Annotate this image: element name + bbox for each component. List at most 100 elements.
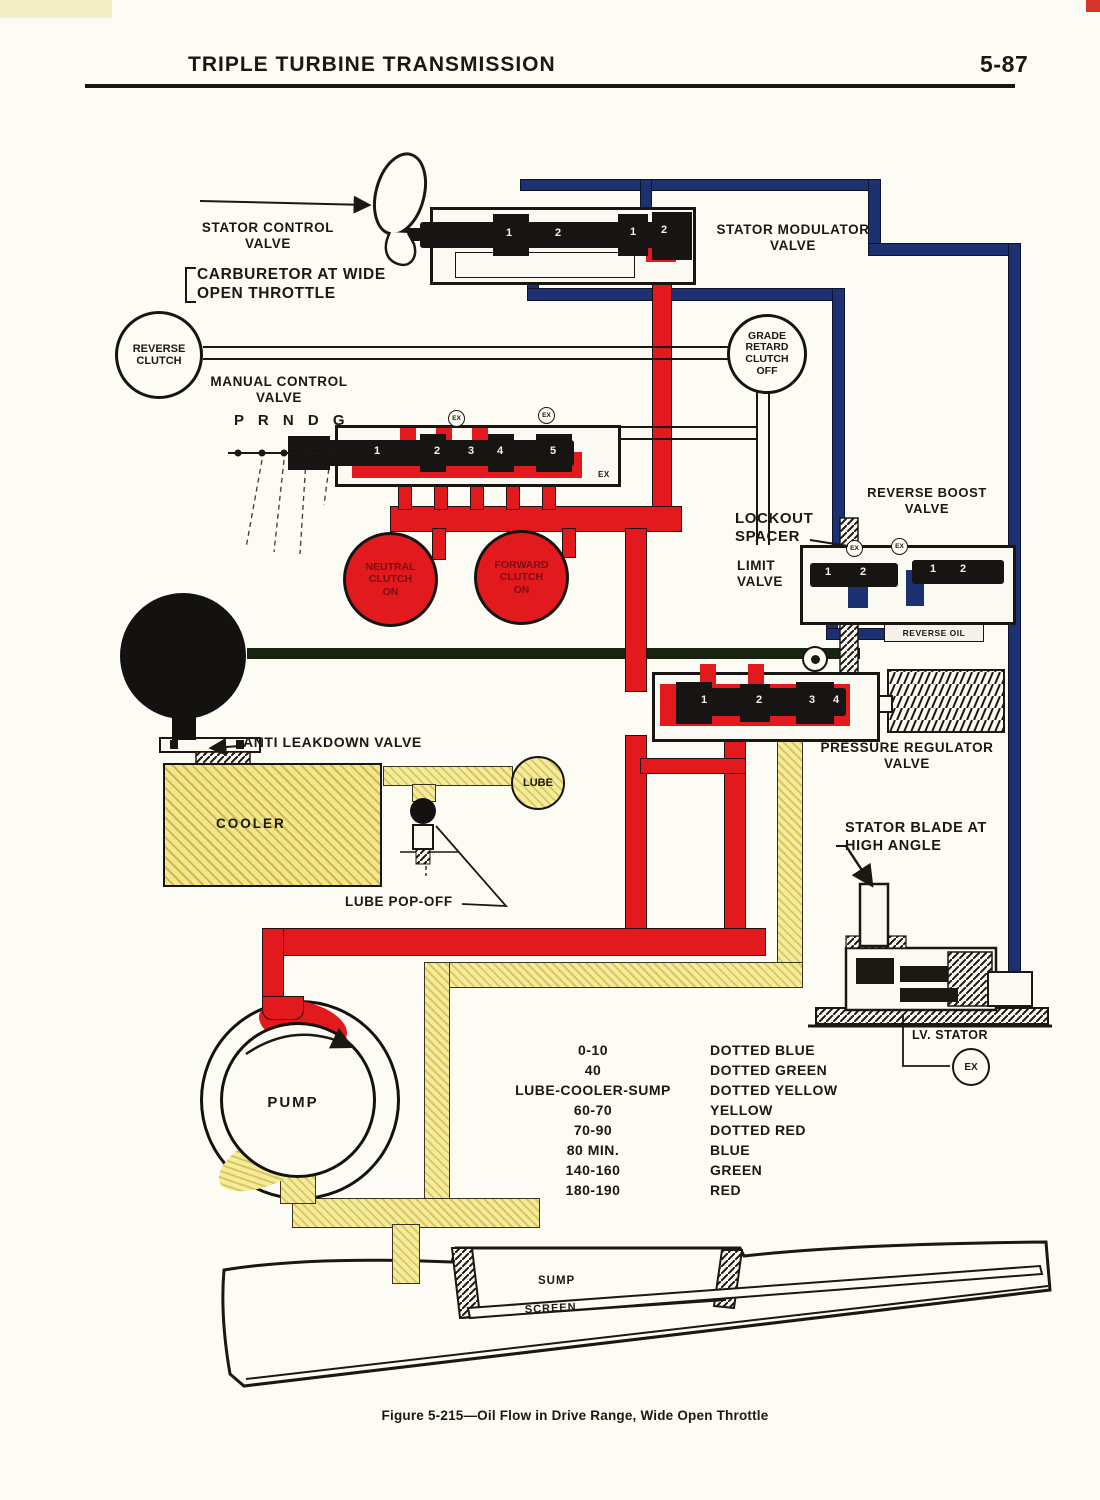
legend-range: 40 — [584, 1062, 602, 1078]
blue-pipe-boost-feed — [832, 288, 845, 548]
pop-off-ball — [410, 798, 436, 824]
red-main-band — [262, 928, 766, 956]
oil-pan: SUMP SCREEN — [221, 1240, 1052, 1388]
scan-artifact-yellow — [0, 0, 112, 18]
stator-blade-label: STATOR BLADE AT HIGH ANGLE — [845, 820, 987, 854]
legend-style: DOTTED BLUE — [710, 1042, 816, 1058]
stator-control-valve-label: STATOR CONTROL VALVE — [201, 220, 335, 252]
spool-number: 1 — [505, 227, 513, 239]
legend-row: 0-10 DOTTED BLUE — [498, 1040, 838, 1060]
limit-valve-label: LIMIT VALVE — [737, 558, 784, 590]
pressure-color-legend: 0-10 DOTTED BLUE 40 DOTTED GREEN LUBE-COOL… — [498, 1040, 838, 1200]
converter-stem — [172, 716, 196, 740]
reverse-clutch-circle: REVERSE CLUTCH — [115, 311, 203, 399]
legend-style: GREEN — [710, 1162, 763, 1178]
lube-pop-off-valve — [400, 847, 458, 876]
spool-land — [488, 434, 514, 472]
spool-number: 4 — [496, 445, 504, 457]
red-forward-clutch-feed — [562, 528, 576, 558]
lv-stator-label: LV. STATOR — [912, 1028, 989, 1042]
pump-label: PUMP — [267, 1094, 319, 1111]
scan-artifact-red — [1086, 0, 1100, 12]
spool-number: 2 — [660, 224, 668, 236]
blue-pipe-right-edge — [1008, 243, 1021, 1013]
converter-feed-line — [247, 648, 860, 659]
sump-wall-right — [712, 1249, 744, 1310]
spool-number: 1 — [700, 694, 708, 706]
legend-style: RED — [710, 1182, 742, 1198]
legend-style: BLUE — [710, 1142, 751, 1158]
legend-style: DOTTED YELLOW — [710, 1082, 838, 1098]
page-title: TRIPLE TURBINE TRANSMISSION — [188, 53, 556, 76]
legend-range: 0-10 — [577, 1042, 609, 1058]
legend-range: 80 MIN. — [566, 1142, 620, 1158]
legend-range: 180-190 — [565, 1182, 621, 1198]
blue-pipe-mid-run — [527, 288, 845, 301]
regulator-relief-ball — [802, 646, 828, 672]
spool-land — [420, 434, 446, 472]
figure-caption: Figure 5-215—Oil Flow in Drive Range, Wi… — [381, 1408, 769, 1423]
spool-land — [618, 214, 648, 256]
carburetor-label: CARBURETOR AT WIDE OPEN THROTTLE — [197, 266, 386, 302]
grade-retard-clutch-circle: GRADE RETARD CLUTCH OFF — [727, 314, 807, 394]
spool-stem — [396, 228, 426, 241]
spool-land — [493, 214, 529, 256]
legend-row: 60-70 YELLOW — [498, 1100, 838, 1120]
lockout-spacer-label: LOCKOUT SPACER — [735, 510, 814, 546]
spool-number: 2 — [433, 445, 441, 457]
red-drain-crossover — [640, 758, 746, 774]
lv-stator-ex-port: EX — [952, 1048, 990, 1086]
sump-pipe-bottom-run — [292, 1198, 540, 1228]
spool-number: 2 — [859, 566, 867, 578]
spool-land — [740, 684, 770, 722]
stator-modulator-valve-label: STATOR MODULATOR VALVE — [716, 222, 870, 254]
legend-range: 60-70 — [573, 1102, 613, 1118]
spool-number: 4 — [832, 694, 840, 706]
blue-pipe-top-run — [520, 179, 880, 191]
red-neutral-clutch-feed — [432, 528, 446, 560]
reverse-boost-valve-label: REVERSE BOOST VALVE — [867, 485, 987, 516]
lube-circle: LUBE — [511, 756, 565, 810]
screen-label: SCREEN — [525, 1301, 577, 1316]
legend-style: DOTTED GREEN — [710, 1062, 828, 1078]
relief-ball — [810, 654, 820, 664]
header-rule — [85, 84, 1015, 88]
reverse-oil-label: REVERSE OIL — [902, 627, 966, 638]
spool-number: 2 — [755, 694, 763, 706]
stator-blade — [858, 882, 890, 948]
regulator-spring — [887, 669, 1005, 733]
ex-port: EX — [538, 407, 555, 424]
sump-drop-pipe — [392, 1224, 420, 1284]
sump-pipe-mid-run — [424, 962, 803, 988]
screen-strip — [466, 1264, 1044, 1320]
anti-leakdown-valve-label: ANTI LEAKDOWN VALVE — [243, 734, 422, 750]
forward-clutch-circle: FORWARD CLUTCH ON — [474, 530, 569, 625]
regulator-red-port — [700, 664, 716, 684]
sump-label: SUMP — [538, 1275, 575, 1287]
spool-number: 1 — [373, 445, 381, 457]
regulator-red-port — [748, 664, 764, 684]
spool-land — [796, 682, 834, 724]
spool-number: 2 — [554, 227, 562, 239]
spool-land — [652, 212, 692, 260]
ex-port: EX — [448, 410, 465, 427]
legend-style: DOTTED RED — [710, 1122, 806, 1138]
legend-row: 40 DOTTED GREEN — [498, 1060, 838, 1080]
lube-pop-off-label: LUBE POP-OFF — [345, 894, 453, 909]
spool-number: 1 — [824, 566, 832, 578]
pump-outlet — [262, 996, 304, 1020]
spool-number: 5 — [549, 445, 557, 457]
pressure-regulator-valve-label: PRESSURE REGULATOR VALVE — [820, 740, 994, 772]
spool-land — [536, 434, 572, 472]
spool-number: 1 — [929, 563, 937, 575]
pop-off-body — [412, 824, 434, 850]
converter — [120, 593, 246, 719]
page-number: 5-87 — [980, 51, 1029, 77]
ex-port: EX — [891, 538, 908, 555]
blue-pipe-upper-right-run — [868, 243, 1021, 256]
spool-number: 3 — [467, 445, 475, 457]
legend-style: YELLOW — [710, 1102, 773, 1118]
stator-valve-subbore — [455, 252, 635, 278]
